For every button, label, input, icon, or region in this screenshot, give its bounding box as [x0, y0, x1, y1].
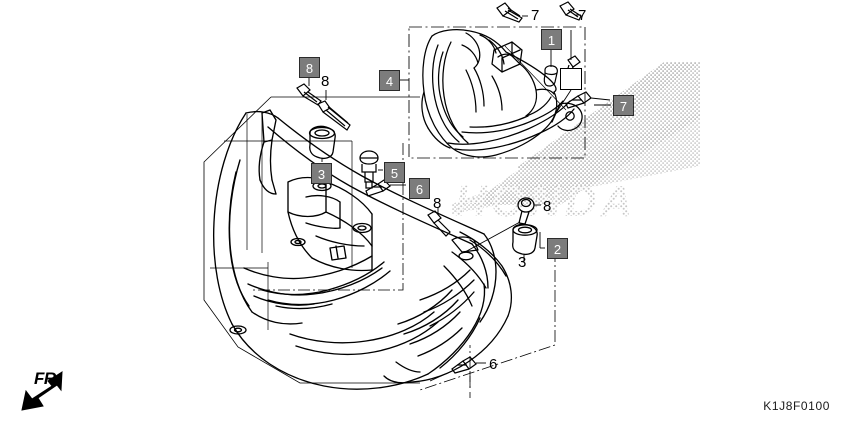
diagram-part-number: K1J8F0100: [763, 399, 830, 413]
grommet-part-3-left: [308, 125, 336, 159]
headlight-unit-outline: [421, 29, 583, 158]
leader-8-right: [464, 204, 541, 253]
leader-blankbox: [555, 30, 572, 114]
screw-part-6-lower: [451, 356, 477, 374]
grommet-part-1: [543, 65, 558, 87]
callout-7-top-left: 7: [531, 7, 540, 24]
callout-6-screw-upper: 6: [409, 178, 430, 199]
callout-2-cowl-assembly: 2: [547, 238, 568, 259]
mount-part-5: [359, 150, 379, 189]
bolt-part-8-a: [296, 83, 322, 106]
leader-tab-right: [504, 45, 567, 111]
group-boundary-inner: [210, 113, 353, 330]
callout-3-grommet-left: 3: [311, 163, 332, 184]
front-direction-label: FR.: [34, 369, 60, 388]
leader-6-lower: [429, 362, 486, 382]
honda-watermark-text: HONDA: [455, 177, 636, 226]
bolt-7-b: [559, 1, 582, 21]
callout-5-mount: 5: [384, 162, 405, 183]
grommet-part-3-right: [512, 223, 538, 255]
callout-8-mid-plain: 8: [433, 195, 442, 212]
bolt-7-c: [565, 91, 592, 109]
front-cowl-outline: [213, 109, 497, 390]
callout-7-right: 7: [613, 95, 634, 116]
callout-7-top-right: 7: [578, 7, 587, 24]
group-boundary-headlight: [408, 26, 586, 159]
group-boundary-cowl: [203, 96, 420, 384]
bolt-part-8-b: [317, 100, 351, 131]
fr-direction-arrow: [21, 371, 63, 411]
callout-1-headlight-unit: 1: [541, 29, 562, 50]
blank-reference-box: [560, 68, 582, 90]
callout-8-right-plain: 8: [543, 198, 552, 215]
callout-8-upper-plain: 8: [321, 73, 330, 90]
callout-4-headlight-assembly: 4: [379, 70, 400, 91]
leader-2: [539, 232, 545, 249]
callout-6-screw-lower: 6: [489, 356, 498, 373]
svg-text:HONDA: HONDA: [455, 177, 636, 226]
callout-3-grommet-right: 3: [518, 254, 527, 271]
side-cowl-outline: [383, 231, 513, 384]
callout-8-upper-boxed: 8: [299, 57, 320, 78]
screw-part-6-upper: [365, 179, 391, 197]
bolt-7-a: [496, 2, 523, 23]
bolt-part-8-c: [427, 210, 451, 237]
